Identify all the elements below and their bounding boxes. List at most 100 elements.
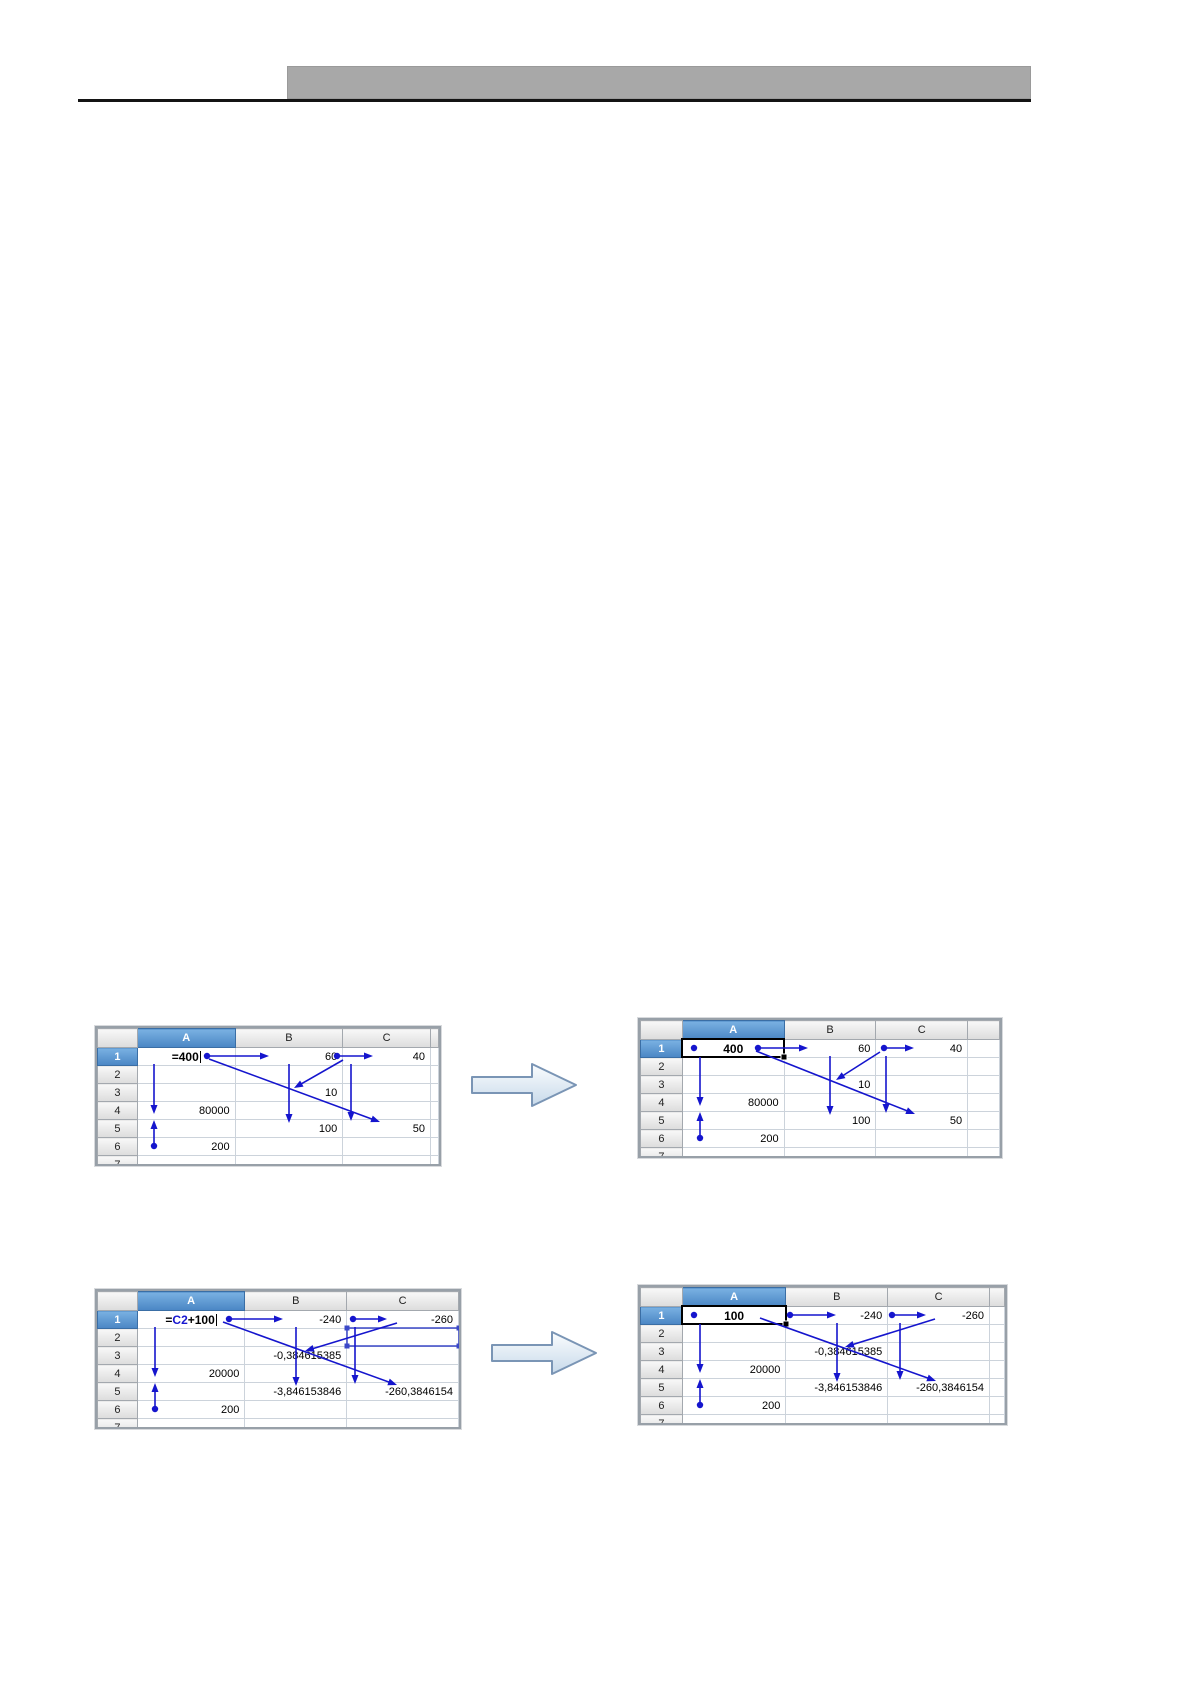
row-header-3[interactable]: 3 bbox=[97, 1346, 138, 1365]
cell-C5[interactable]: 50 bbox=[342, 1119, 431, 1138]
cell-C4[interactable] bbox=[346, 1364, 459, 1383]
cell-C6[interactable] bbox=[887, 1396, 991, 1415]
cell-A7[interactable] bbox=[682, 1414, 787, 1423]
cell-A4[interactable]: 80000 bbox=[682, 1093, 785, 1112]
cell-C3[interactable] bbox=[346, 1346, 459, 1365]
cell-A2[interactable] bbox=[137, 1065, 236, 1084]
cell-B7[interactable] bbox=[244, 1418, 348, 1427]
cell-D6[interactable] bbox=[430, 1137, 439, 1156]
select-all-corner[interactable] bbox=[97, 1028, 138, 1048]
cell-B5[interactable]: 100 bbox=[784, 1111, 877, 1130]
col-header-C[interactable]: C bbox=[342, 1028, 431, 1048]
cell-C2[interactable] bbox=[346, 1328, 459, 1347]
cell-D7[interactable] bbox=[967, 1147, 1000, 1156]
cell-B2[interactable] bbox=[785, 1324, 889, 1343]
col-header-B[interactable]: B bbox=[244, 1291, 348, 1311]
cell-C4[interactable] bbox=[875, 1093, 969, 1112]
cell-A6[interactable]: 200 bbox=[682, 1129, 785, 1148]
cell-D7[interactable] bbox=[430, 1155, 439, 1164]
cell-C7[interactable] bbox=[342, 1155, 431, 1164]
cell-C3[interactable] bbox=[342, 1083, 431, 1102]
col-header-B[interactable]: B bbox=[234, 1028, 344, 1048]
cell-B5[interactable]: -3,846153846 bbox=[785, 1378, 889, 1397]
cell-A1[interactable]: 100 bbox=[682, 1306, 787, 1325]
row-header-6[interactable]: 6 bbox=[640, 1396, 683, 1415]
cell-A6[interactable]: 200 bbox=[137, 1400, 246, 1419]
cell-B6[interactable] bbox=[244, 1400, 348, 1419]
cell-C3[interactable] bbox=[887, 1342, 991, 1361]
row-header-6[interactable]: 6 bbox=[640, 1129, 683, 1148]
cell-D7[interactable] bbox=[989, 1414, 1005, 1423]
cell-B7[interactable] bbox=[784, 1147, 877, 1156]
cell-C5[interactable]: -260,3846154 bbox=[887, 1378, 991, 1397]
cell-D1[interactable] bbox=[967, 1039, 1000, 1058]
cell-A4[interactable]: 20000 bbox=[682, 1360, 787, 1379]
cell-B2[interactable] bbox=[784, 1057, 877, 1076]
cell-D5[interactable] bbox=[430, 1119, 439, 1138]
row-header-2[interactable]: 2 bbox=[640, 1057, 683, 1076]
row-header-7[interactable]: 7 bbox=[97, 1418, 138, 1427]
cell-A5[interactable] bbox=[137, 1382, 246, 1401]
cell-B3[interactable]: 10 bbox=[784, 1075, 877, 1094]
col-header-sliver[interactable] bbox=[967, 1020, 1000, 1040]
cell-D5[interactable] bbox=[967, 1111, 1000, 1130]
row-header-7[interactable]: 7 bbox=[640, 1147, 683, 1156]
row-header-1[interactable]: 1 bbox=[97, 1047, 138, 1066]
cell-B4[interactable] bbox=[785, 1360, 889, 1379]
select-all-corner[interactable] bbox=[97, 1291, 138, 1311]
cell-B1[interactable]: 60 bbox=[235, 1047, 344, 1066]
cell-C1[interactable]: 40 bbox=[875, 1039, 969, 1058]
cell-C1[interactable]: 40 bbox=[342, 1047, 431, 1066]
cell-C6[interactable] bbox=[342, 1137, 431, 1156]
cell-A6[interactable]: 200 bbox=[682, 1396, 787, 1415]
cell-A2[interactable] bbox=[137, 1328, 246, 1347]
row-header-4[interactable]: 4 bbox=[640, 1093, 683, 1112]
cell-D2[interactable] bbox=[967, 1057, 1000, 1076]
cell-D2[interactable] bbox=[989, 1324, 1005, 1343]
cell-A3[interactable] bbox=[682, 1075, 785, 1094]
cell-A5[interactable] bbox=[682, 1111, 785, 1130]
cell-A1[interactable]: =400 bbox=[137, 1047, 236, 1066]
col-header-sliver[interactable] bbox=[429, 1028, 439, 1048]
cell-D4[interactable] bbox=[967, 1093, 1000, 1112]
col-header-C[interactable]: C bbox=[346, 1291, 459, 1311]
row-header-4[interactable]: 4 bbox=[97, 1364, 138, 1383]
cell-A3[interactable] bbox=[682, 1342, 787, 1361]
col-header-C[interactable]: C bbox=[875, 1020, 969, 1040]
cell-C7[interactable] bbox=[346, 1418, 459, 1427]
cell-D6[interactable] bbox=[967, 1129, 1000, 1148]
cell-D3[interactable] bbox=[430, 1083, 439, 1102]
cell-B3[interactable]: 10 bbox=[235, 1083, 344, 1102]
cell-B2[interactable] bbox=[235, 1065, 344, 1084]
row-header-6[interactable]: 6 bbox=[97, 1400, 138, 1419]
row-header-5[interactable]: 5 bbox=[97, 1119, 138, 1138]
cell-B1[interactable]: -240 bbox=[785, 1306, 889, 1325]
cell-D1[interactable] bbox=[989, 1306, 1005, 1325]
cell-A7[interactable] bbox=[137, 1155, 236, 1164]
row-header-4[interactable]: 4 bbox=[97, 1101, 138, 1120]
row-header-3[interactable]: 3 bbox=[640, 1075, 683, 1094]
row-header-7[interactable]: 7 bbox=[97, 1155, 138, 1164]
cell-B4[interactable] bbox=[235, 1101, 344, 1120]
row-header-5[interactable]: 5 bbox=[640, 1378, 683, 1397]
cell-B5[interactable]: 100 bbox=[235, 1119, 344, 1138]
cell-C2[interactable] bbox=[875, 1057, 969, 1076]
select-all-corner[interactable] bbox=[640, 1020, 683, 1040]
row-header-1[interactable]: 1 bbox=[640, 1039, 683, 1058]
row-header-5[interactable]: 5 bbox=[97, 1382, 138, 1401]
cell-A4[interactable]: 80000 bbox=[137, 1101, 236, 1120]
cell-A2[interactable] bbox=[682, 1057, 785, 1076]
cell-A4[interactable]: 20000 bbox=[137, 1364, 246, 1383]
col-header-sliver[interactable] bbox=[989, 1287, 1005, 1307]
row-header-3[interactable]: 3 bbox=[640, 1342, 683, 1361]
cell-B3[interactable]: -0,384615385 bbox=[244, 1346, 348, 1365]
cell-B4[interactable] bbox=[244, 1364, 348, 1383]
cell-B5[interactable]: -3,846153846 bbox=[244, 1382, 348, 1401]
row-header-2[interactable]: 2 bbox=[97, 1065, 138, 1084]
cell-D1[interactable] bbox=[430, 1047, 439, 1066]
cell-A6[interactable]: 200 bbox=[137, 1137, 236, 1156]
col-header-B[interactable]: B bbox=[785, 1287, 889, 1307]
select-all-corner[interactable] bbox=[640, 1287, 683, 1307]
cell-B7[interactable] bbox=[785, 1414, 889, 1423]
cell-C7[interactable] bbox=[875, 1147, 969, 1156]
